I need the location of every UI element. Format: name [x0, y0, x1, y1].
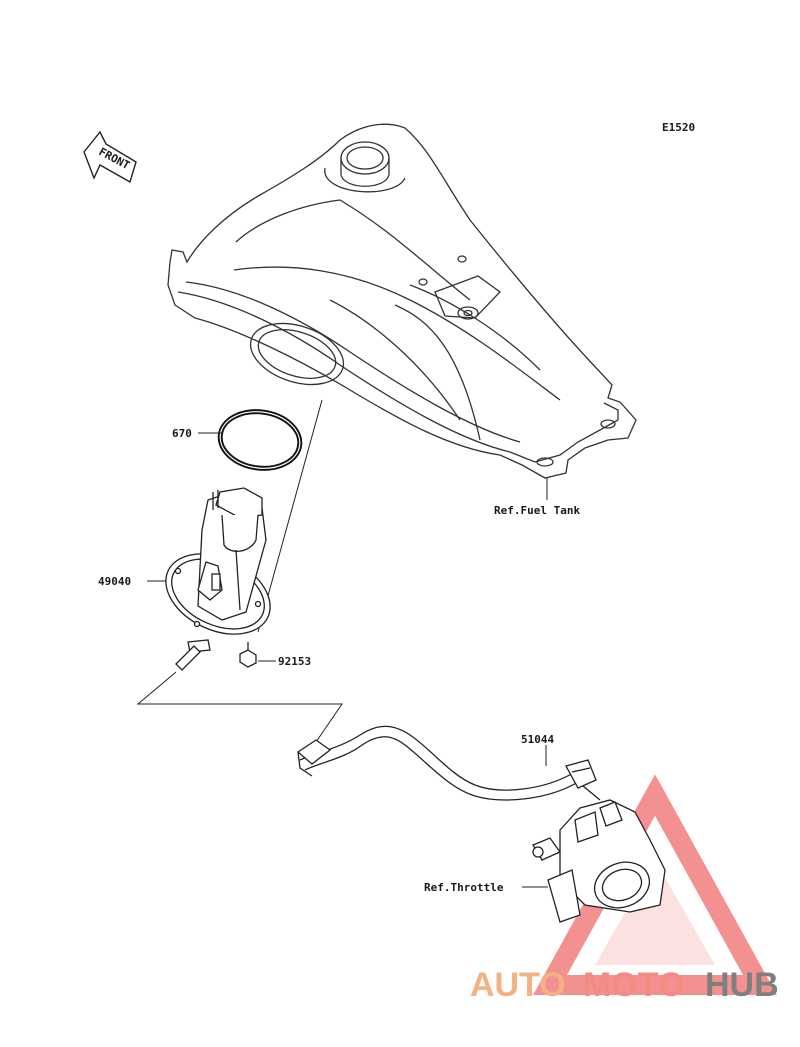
watermark-text: AUTO MOTO HUB — [470, 966, 779, 1004]
fuel-tank-drawing — [167, 123, 637, 479]
diagram-code: E1520 — [662, 121, 695, 134]
ref-throttle-label: Ref.Throttle — [424, 881, 504, 894]
part-670-label: 670 — [172, 427, 192, 440]
watermark-part3: HUB — [705, 966, 779, 1004]
part-51044-label: 51044 — [521, 733, 554, 746]
bolt-drawing — [239, 642, 257, 668]
ref-fuel-tank-label: Ref.Fuel Tank — [494, 504, 580, 517]
front-arrow-icon: FRONT — [83, 130, 137, 184]
part-92153-label: 92153 — [278, 655, 311, 668]
watermark-part2: MOTO — [583, 966, 684, 1004]
o-ring-drawing — [217, 409, 303, 471]
throttle-body-drawing — [532, 785, 666, 923]
watermark-part1: AUTO — [470, 966, 566, 1004]
fuel-pump-drawing — [165, 487, 271, 671]
fuel-hose-drawing — [296, 725, 597, 801]
part-49040-label: 49040 — [98, 575, 131, 588]
